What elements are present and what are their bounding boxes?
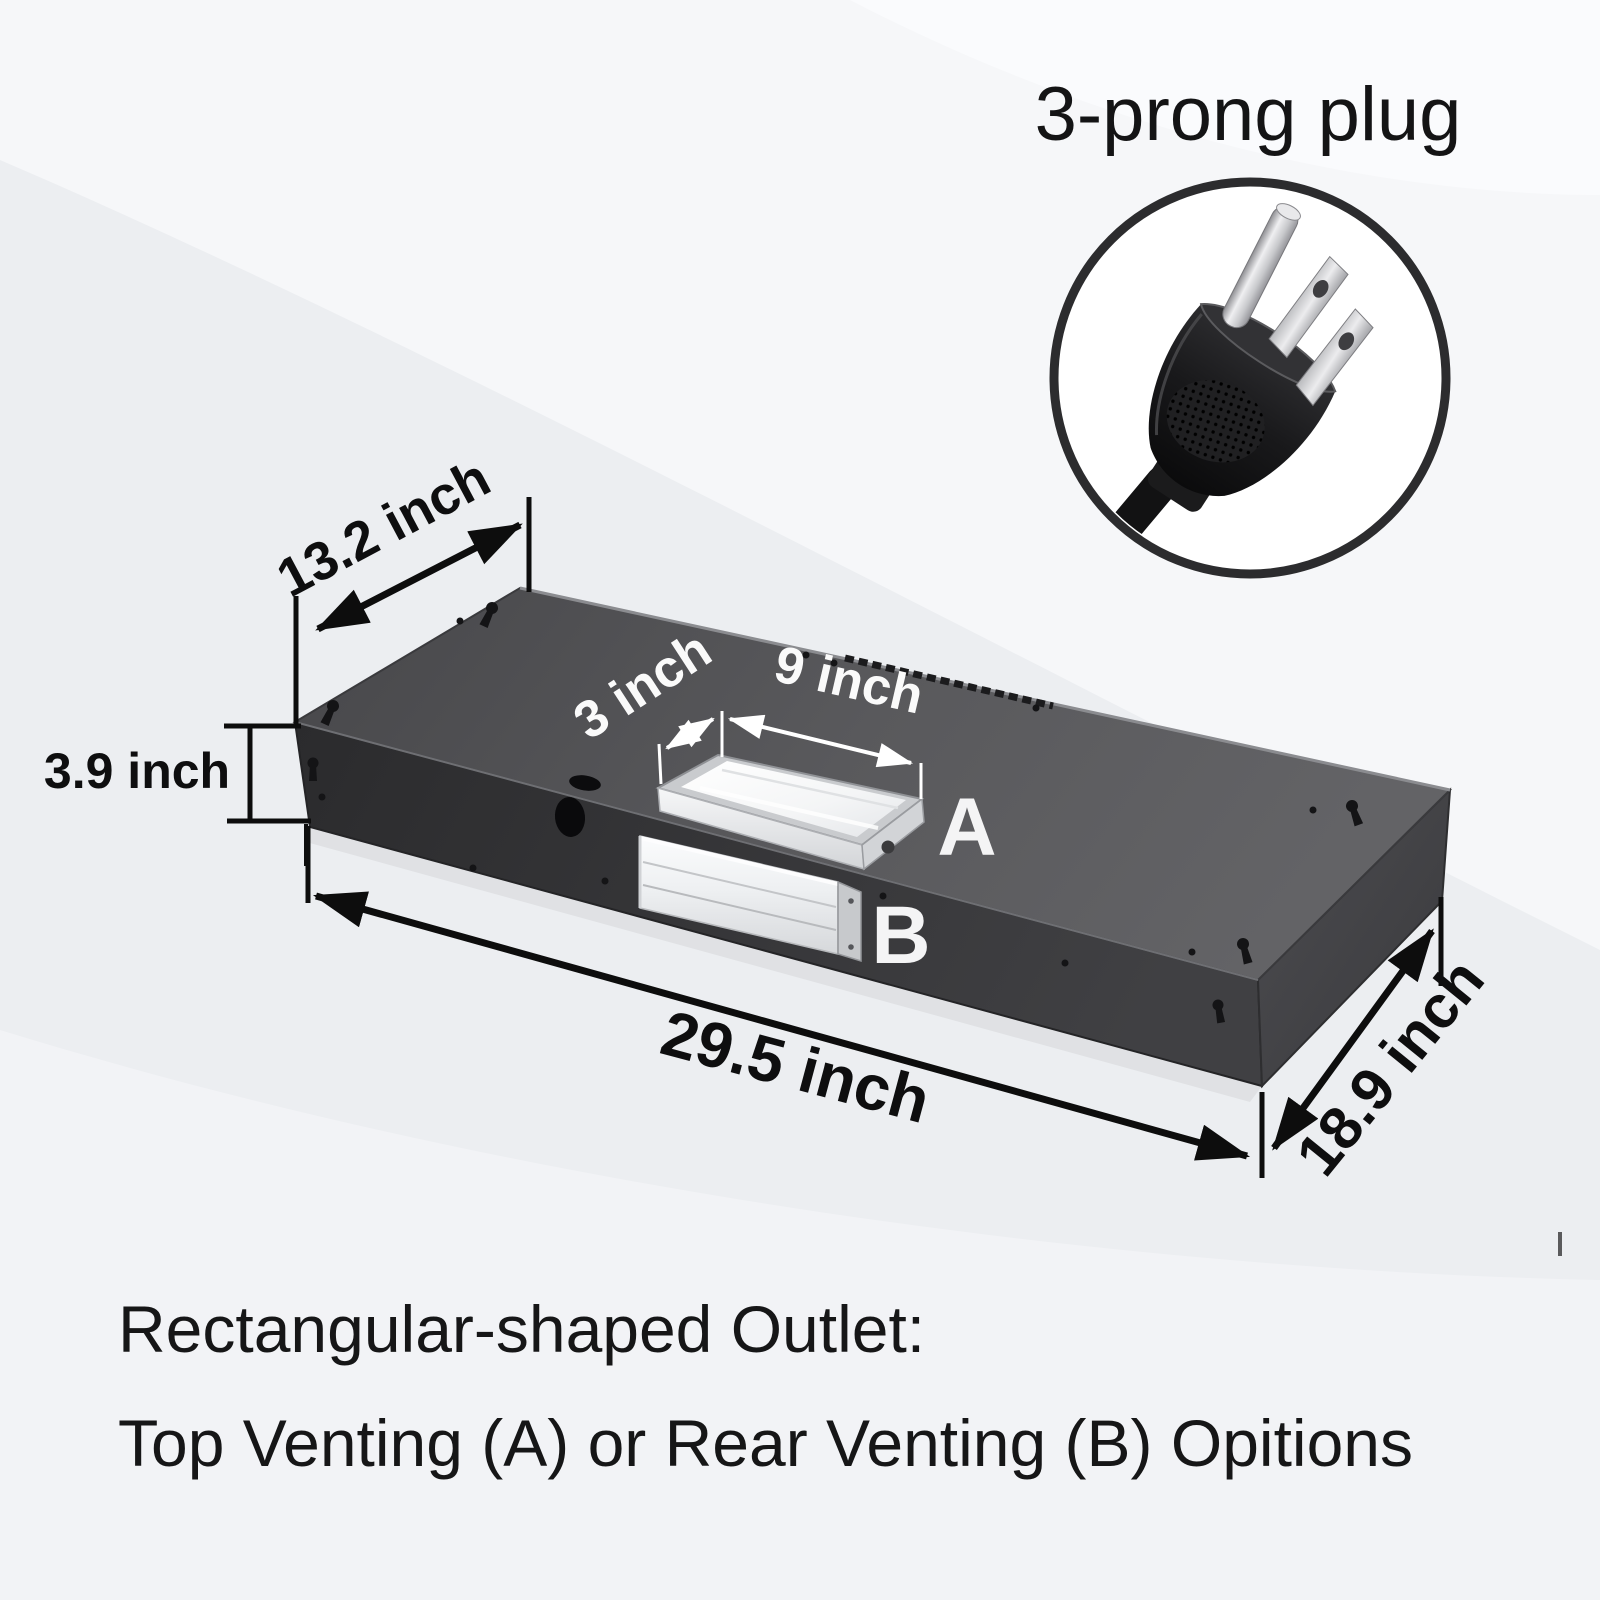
caption-line-2: Top Venting (A) or Rear Venting (B) Opit… xyxy=(118,1406,1413,1480)
vent-a-end-hole xyxy=(881,840,895,854)
stray-tick-mark xyxy=(1558,1232,1562,1256)
top-depth-arrow xyxy=(315,521,523,633)
outlet-length-arrow xyxy=(727,714,914,768)
top-vent-slots xyxy=(844,654,1054,710)
outlet-width-arrow xyxy=(665,717,715,750)
plug-blade-neutral xyxy=(1268,255,1349,359)
front-width-arrow xyxy=(312,891,1251,1161)
vent-b-screw-2 xyxy=(848,944,854,950)
dimension-annotations xyxy=(224,497,1444,1178)
plug-body-glint xyxy=(1155,313,1203,436)
plug-blade-hot xyxy=(1295,308,1374,407)
side-depth-arrow xyxy=(1271,928,1435,1151)
outlet-dimension-lines xyxy=(657,711,923,799)
top-cable-hole xyxy=(569,775,601,791)
background-swoosh-bottom xyxy=(0,1030,1600,1600)
vent-outlet-top-A xyxy=(655,753,925,871)
plug-inset-title: 3-prong plug xyxy=(1035,72,1462,157)
vent-rear-letter: B xyxy=(871,890,930,981)
vent-b-screw-1 xyxy=(848,898,854,904)
caption-line-1: Rectangular-shaped Outlet: xyxy=(118,1292,925,1366)
vent-a-end-cap xyxy=(861,797,925,871)
front-cable-hole xyxy=(554,797,586,837)
background-swoosh-top xyxy=(850,0,1600,195)
vent-a-glint xyxy=(699,786,879,830)
vent-a-interior xyxy=(681,761,906,837)
vent-top-letter: A xyxy=(937,782,996,873)
vent-a-ridge xyxy=(721,768,899,810)
vent-b-top-highlight xyxy=(640,836,839,886)
caption-block: Rectangular-shaped Outlet: Top Venting (… xyxy=(118,1292,1413,1480)
height-label: 3.9 inch xyxy=(44,743,230,799)
